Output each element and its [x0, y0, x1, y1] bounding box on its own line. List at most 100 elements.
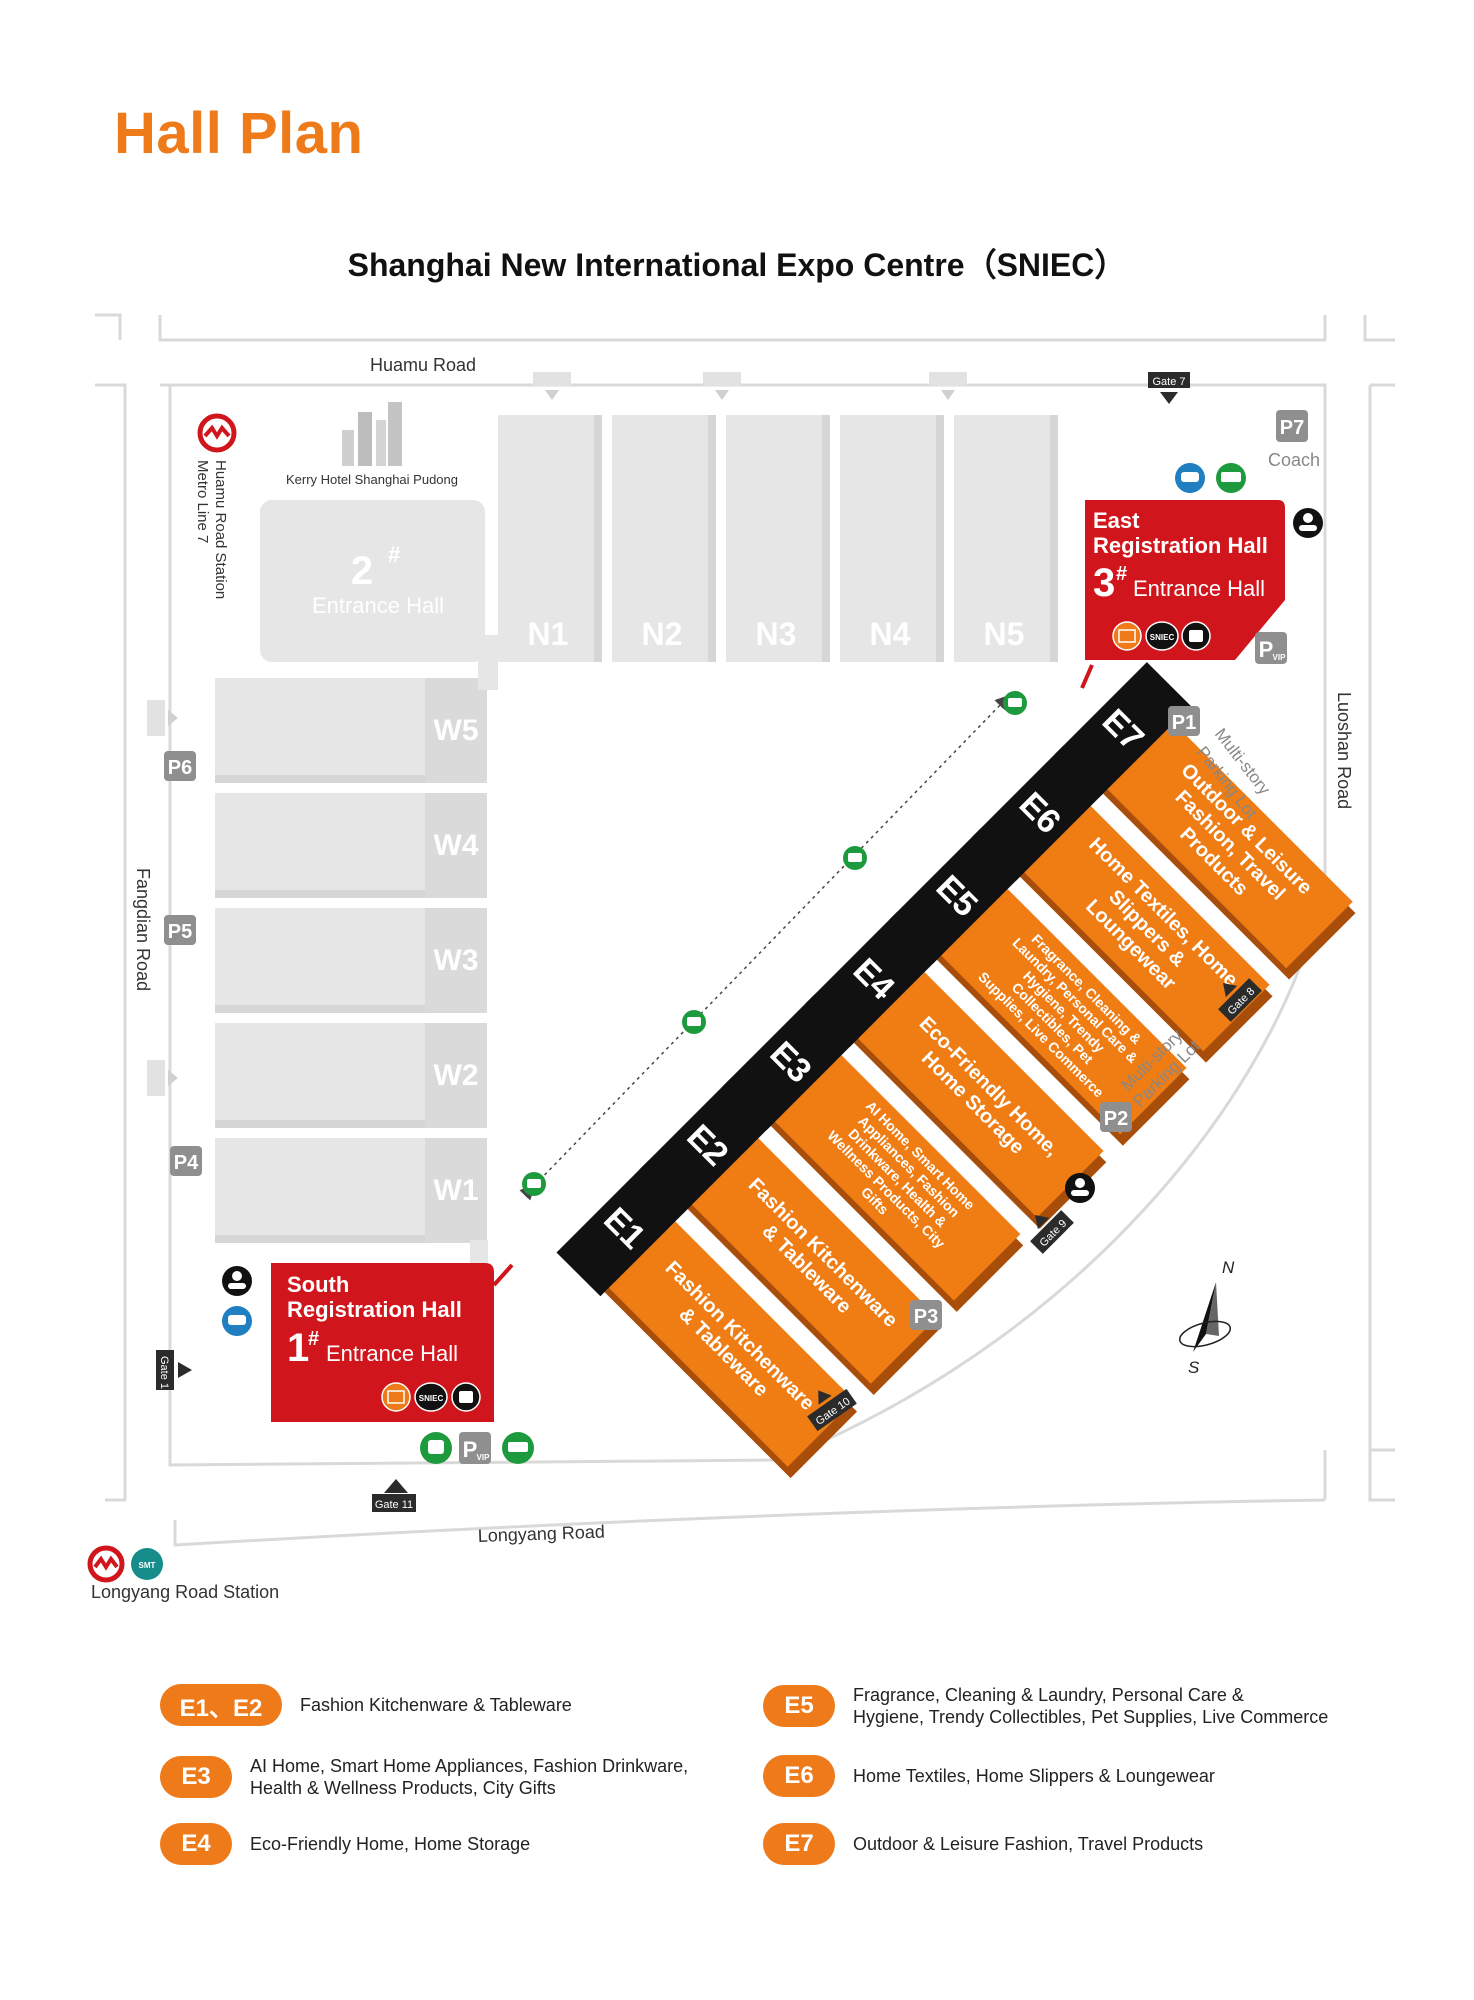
- parking-vip-label: VIP: [1273, 653, 1287, 662]
- hall-w4[interactable]: W4: [215, 793, 487, 898]
- south-registration-number: 1: [287, 1326, 309, 1370]
- shuttle-stop: [682, 1010, 706, 1034]
- badge-card-icon: [1112, 621, 1142, 651]
- road-fangdian: Fangdian Road: [133, 868, 153, 991]
- hall-edge: [215, 1235, 487, 1243]
- hall-edge: [822, 415, 830, 662]
- gate-7-box: [1148, 372, 1190, 388]
- metro-line-name: Metro Line 7: [194, 460, 211, 543]
- compass: N S: [1178, 1258, 1235, 1377]
- parking-p1-label: P1: [1172, 712, 1196, 734]
- hall-n2[interactable]: N2: [612, 415, 716, 662]
- hall-label: N2: [642, 616, 683, 652]
- arrow-down-icon: [941, 390, 955, 400]
- west-north-connector: [478, 650, 498, 690]
- legend-code-pill: E7: [763, 1823, 835, 1865]
- hall-n4[interactable]: N4: [840, 415, 944, 662]
- south-registration-hall[interactable]: South Registration Hall 1 # Entrance Hal…: [271, 1263, 514, 1422]
- venue-title: Shanghai New International Expo Centre（S…: [347, 247, 1127, 283]
- gate-11-box: [372, 1494, 416, 1512]
- legend-description: Eco-Friendly Home, Home Storage: [250, 1833, 530, 1855]
- hall-head: [805, 911, 942, 1048]
- info-person-head: [232, 1271, 242, 1281]
- east-registration-hall[interactable]: East Registration Hall 3 # Entrance Hall…: [1080, 500, 1285, 689]
- arrow-up-icon: [818, 1390, 832, 1405]
- hall-w3[interactable]: W3: [215, 908, 487, 1013]
- arrow-down-icon: [545, 390, 559, 400]
- hall-w2[interactable]: W2: [215, 1023, 487, 1128]
- entrance-hall-2-hash: #: [388, 542, 400, 567]
- hall-head: [1055, 662, 1191, 798]
- hall-n3[interactable]: N3: [726, 415, 830, 662]
- coach-label: Coach: [1268, 450, 1320, 470]
- gate-label-box: [929, 372, 967, 386]
- hall-body: [608, 1221, 855, 1467]
- hall-label: N1: [528, 616, 569, 652]
- hall-n5[interactable]: N5: [954, 415, 1058, 662]
- metro-icon-wave: [203, 424, 231, 440]
- sniec-badge-label: SNIEC: [1150, 633, 1175, 642]
- parking-p7-label: P7: [1280, 417, 1304, 439]
- shuttle-bus-icon-shape: [1008, 698, 1022, 707]
- hall-w5[interactable]: W5: [215, 678, 487, 783]
- parking-vip-east: P VIP: [1255, 632, 1287, 664]
- arrow-up-icon: [1035, 1215, 1050, 1230]
- badge-card-icon: [381, 1382, 411, 1412]
- hall-edge: [215, 1120, 487, 1128]
- hall-w1[interactable]: W1: [215, 1138, 487, 1243]
- east-registration-hash: #: [1116, 563, 1127, 585]
- metro-station-name: Huamu Road Station: [212, 460, 229, 599]
- hall-edge: [215, 890, 487, 898]
- hall-edge: [215, 1005, 487, 1013]
- hall-edge: [594, 415, 602, 662]
- info-person-body: [1071, 1190, 1089, 1196]
- east-registration-label: Entrance Hall: [1133, 576, 1265, 601]
- hall-n1[interactable]: N1: [498, 415, 602, 662]
- boundary-west: [95, 383, 127, 1502]
- gate-10: Gate 10: [807, 1388, 857, 1432]
- gate-label-box: [703, 372, 741, 386]
- entrance-hall-2-number: 2: [351, 549, 373, 593]
- south-registration-hash: #: [308, 1328, 319, 1350]
- shuttle-stop: [1003, 691, 1027, 715]
- boundary-north-outer: [158, 315, 1327, 342]
- badge-card-icon-shape: [1118, 629, 1136, 643]
- gate-1-label: Gate 1: [158, 1356, 170, 1389]
- parking-p1-box: [1168, 706, 1200, 736]
- boundary-corner-ne-outer: [1363, 315, 1395, 342]
- gate-10-box: [807, 1388, 857, 1432]
- boundary-corner-nw-outer: [95, 313, 122, 340]
- parking-vip-box: [459, 1432, 491, 1464]
- info-person-body: [1299, 525, 1317, 531]
- hall-head: [556, 1160, 693, 1297]
- south-registration-arrow: [492, 1263, 514, 1287]
- legend-description-line: Health & Wellness Products, City Gifts: [250, 1778, 556, 1798]
- hall-label: W1: [434, 1174, 479, 1207]
- shuttle-stop: [843, 846, 867, 870]
- shuttle-bus-icon-shape: [428, 1440, 444, 1454]
- parking-vip-p: P: [1259, 637, 1274, 662]
- arrow-right-icon: [168, 1070, 178, 1086]
- gate-7-label: Gate 7: [1152, 376, 1185, 388]
- west-gates: Gate 1: [147, 700, 192, 1390]
- boundary-east: [1368, 385, 1395, 1502]
- luggage-icon-shape: [459, 1391, 473, 1403]
- arrow-right-icon: [178, 1362, 192, 1378]
- info-person-head: [1075, 1178, 1085, 1188]
- badge-card-icon-shape: [387, 1390, 405, 1404]
- south-registration-line2: Registration Hall: [287, 1297, 462, 1322]
- road-huamu: Huamu Road: [370, 355, 476, 375]
- road-longyang: Longyang Road: [477, 1522, 605, 1546]
- hall-tail: [425, 793, 487, 898]
- hall-head: [639, 1077, 776, 1214]
- legend-code-pill: E6: [763, 1755, 835, 1797]
- gate-north-faded-2: [703, 372, 741, 400]
- legend-description: AI Home, Smart Home Appliances, Fashion …: [250, 1755, 688, 1799]
- shuttle-bus-icon-shape: [848, 853, 862, 862]
- bus-icon-shape: [1221, 472, 1241, 482]
- hall-label: N4: [870, 616, 911, 652]
